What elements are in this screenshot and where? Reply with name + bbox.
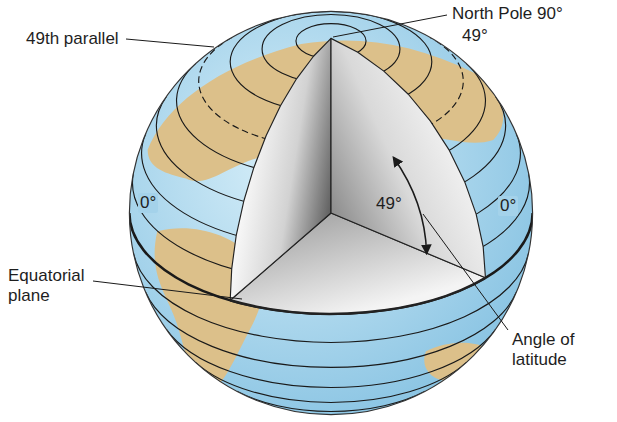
callout-label: 49° — [462, 26, 488, 46]
callout-label: 0° — [138, 193, 158, 213]
land-mass — [424, 343, 498, 382]
globe-ocean — [129, 11, 532, 414]
leader-line — [126, 39, 214, 47]
parallel-line — [237, 391, 425, 411]
callout-label: Equatorial plane — [8, 266, 100, 305]
wedge-right-face — [331, 38, 485, 277]
callout-label: 49° — [376, 194, 402, 214]
wedge-left-face — [230, 38, 331, 300]
callout-label: Angle of latitude — [512, 330, 598, 369]
callout-label: 0° — [498, 196, 518, 216]
callout-label: North Pole 90° — [452, 4, 563, 24]
cutaway-wedge — [230, 38, 485, 313]
leader-line — [93, 281, 242, 299]
equator-edge — [230, 278, 485, 314]
globe-outline — [129, 11, 532, 414]
parallel-line — [196, 363, 466, 403]
leader-line — [333, 15, 447, 37]
callout-label: 49th parallel — [26, 29, 119, 49]
parallels — [129, 11, 532, 411]
leader-lines — [93, 15, 508, 330]
leader-line — [423, 214, 508, 330]
